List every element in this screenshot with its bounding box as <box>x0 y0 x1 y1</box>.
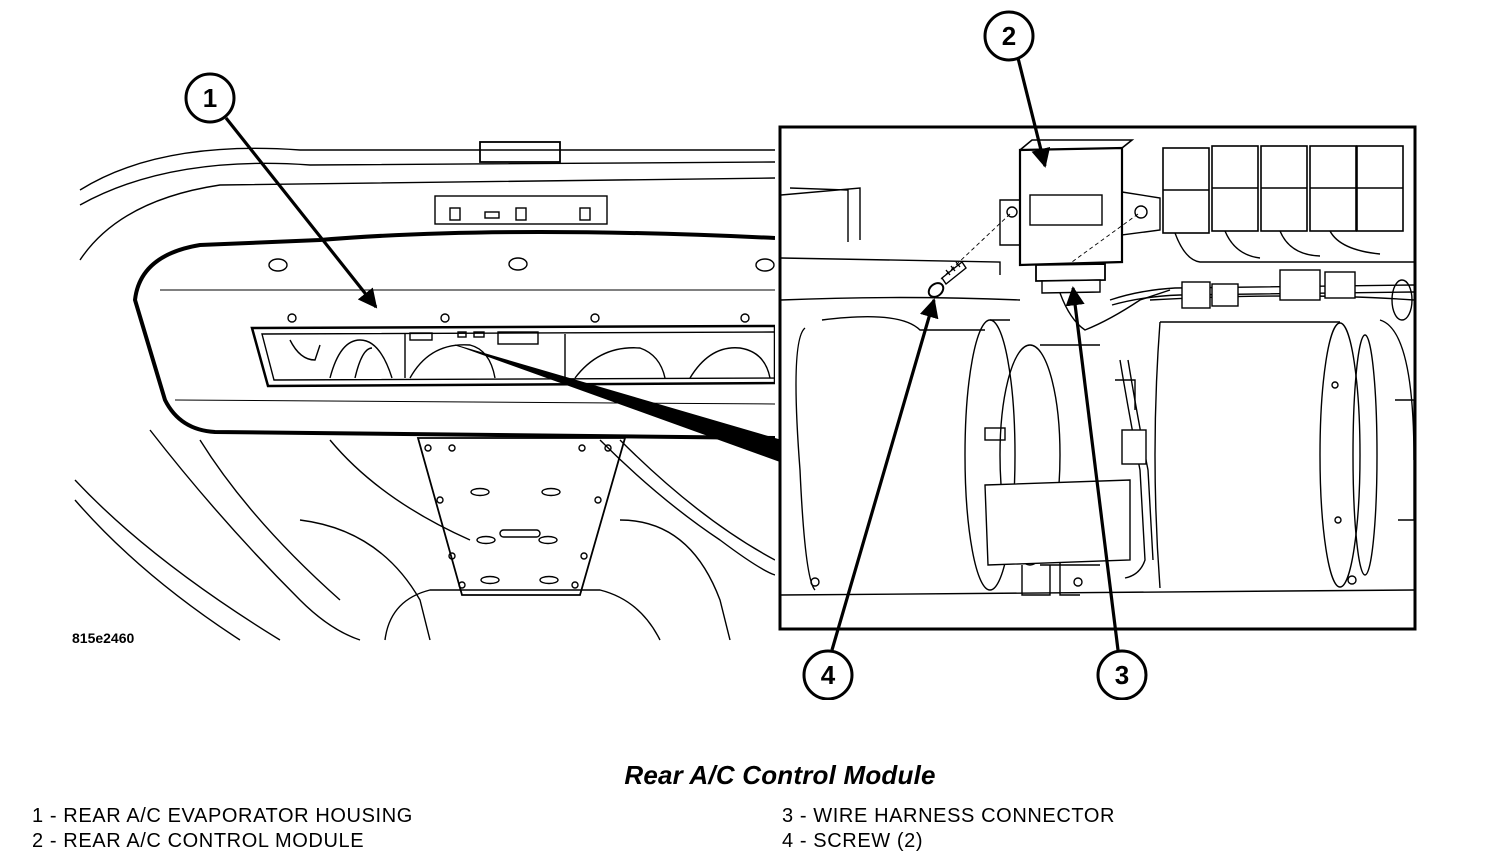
legend-item-1: 1 - REAR A/C EVAPORATOR HOUSING <box>32 805 413 827</box>
callout-4-number: 4 <box>821 660 836 690</box>
figure-code: 815e2460 <box>72 630 135 646</box>
legend-item-4: 4 - SCREW (2) <box>782 830 924 852</box>
callout-1-number: 1 <box>203 83 217 113</box>
leader-arrow-3 <box>1065 286 1120 651</box>
overview-view <box>74 141 775 641</box>
callout-2: 2 <box>983 10 1035 62</box>
zoom-connector <box>455 345 780 462</box>
leader-arrow-4 <box>830 298 939 651</box>
diagram-illustration: 1 2 3 4 815e2460 <box>72 10 1417 700</box>
inset-detail-view <box>778 125 1417 631</box>
leader-arrow-1 <box>224 117 378 309</box>
callout-4: 4 <box>802 649 854 700</box>
leader-arrows <box>224 57 1120 651</box>
callout-3: 3 <box>1096 649 1148 700</box>
legend-item-3: 3 - WIRE HARNESS CONNECTOR <box>782 805 1116 827</box>
callout-3-number: 3 <box>1115 660 1129 690</box>
callout-2-number: 2 <box>1002 21 1016 51</box>
figure-title: Rear A/C Control Module <box>624 760 936 790</box>
legend-item-2: 2 - REAR A/C CONTROL MODULE <box>32 830 365 852</box>
callout-1: 1 <box>184 72 236 124</box>
leader-arrow-2 <box>1016 57 1051 168</box>
screw-part <box>927 260 967 298</box>
